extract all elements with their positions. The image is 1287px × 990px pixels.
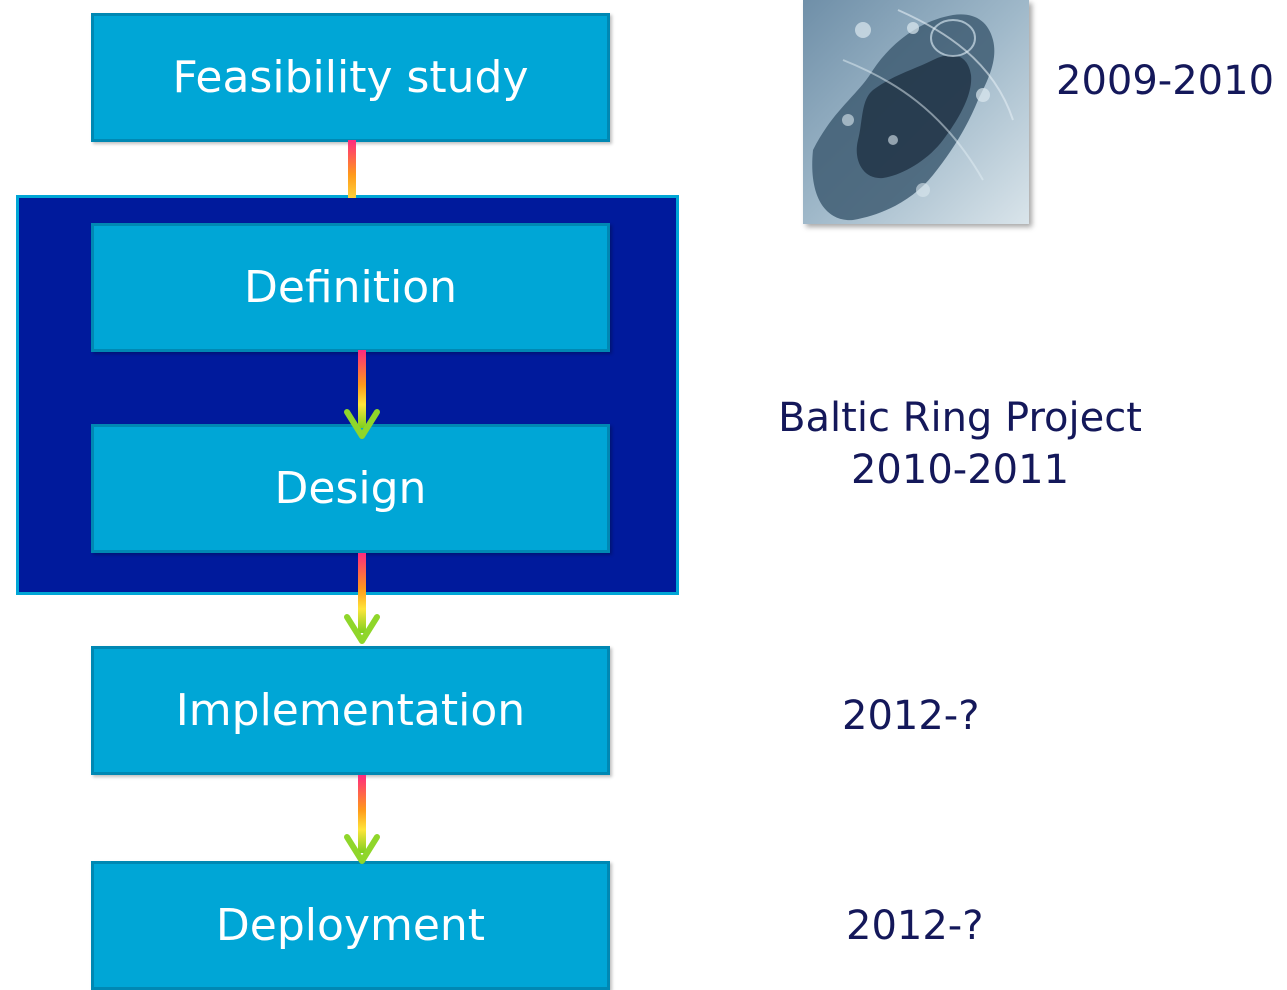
stage-deployment-label: Deployment [215, 900, 486, 951]
stage-definition-label: Definition [243, 262, 458, 313]
baltic-map-image [803, 0, 1029, 224]
stage-design-label: Design [274, 463, 427, 514]
stage-deployment: Deployment [91, 861, 610, 990]
project-name: Baltic Ring Project [778, 395, 1142, 441]
timeline-deployment-years: 2012-? [846, 903, 984, 949]
timeline-feasibility-years: 2009-2010 [1056, 58, 1275, 104]
timeline-baltic-ring-project: Baltic Ring Project 2010-2011 [730, 392, 1190, 496]
arrow-implementation-to-deployment [344, 775, 380, 864]
stage-definition: Definition [91, 223, 610, 352]
timeline-implementation-years: 2012-? [842, 693, 980, 739]
arrow-definition-to-design [344, 350, 380, 439]
stage-feasibility-label: Feasibility study [172, 52, 529, 103]
stage-implementation: Implementation [91, 646, 610, 775]
arrow-design-to-implementation [344, 553, 380, 644]
stage-implementation-label: Implementation [175, 685, 526, 736]
stage-design: Design [91, 424, 610, 553]
project-years: 2010-2011 [850, 447, 1070, 493]
connector-feasibility-to-group [348, 140, 356, 198]
stage-feasibility-study: Feasibility study [91, 13, 610, 142]
